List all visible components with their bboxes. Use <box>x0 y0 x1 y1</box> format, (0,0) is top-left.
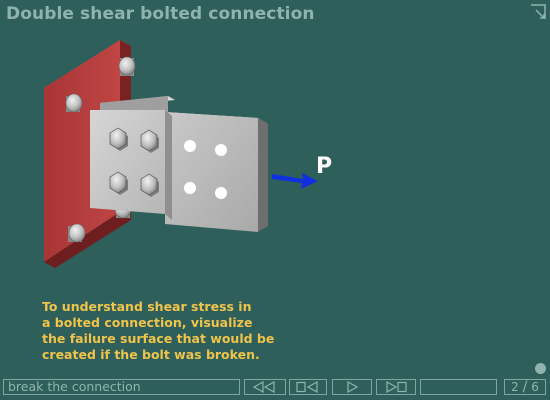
flange-bolt <box>68 223 86 243</box>
caption-line: created if the bolt was broken. <box>42 347 260 362</box>
splice-bolt <box>109 127 128 151</box>
splice-bolt <box>140 173 159 197</box>
tension-plate <box>165 112 268 232</box>
flange-bolt <box>65 93 83 113</box>
last-frame-button[interactable] <box>376 379 416 395</box>
play-icon <box>347 381 359 393</box>
last-frame-icon <box>386 381 407 393</box>
caption-line: To understand shear stress in <box>42 299 252 314</box>
splice-bolt <box>140 129 159 153</box>
force-label: P <box>316 154 332 179</box>
page-counter: 2 / 6 <box>504 379 546 395</box>
splice-plate <box>90 110 172 220</box>
first-frame-button[interactable] <box>289 379 327 395</box>
page-total: 6 <box>531 380 539 394</box>
page-current: 2 <box>511 380 519 394</box>
blank-field <box>420 379 497 395</box>
status-text: break the connection <box>3 379 240 395</box>
play-button[interactable] <box>332 379 372 395</box>
rewind-icon <box>252 381 275 393</box>
rewind-button[interactable] <box>244 379 286 395</box>
caption-text: To understand shear stress in a bolted c… <box>42 299 322 363</box>
flange-bolt <box>118 56 136 76</box>
navigation-bar: break the connection 2 / 6 <box>0 377 550 399</box>
caption-line: a bolted connection, visualize <box>42 315 253 330</box>
page-title: Double shear bolted connection <box>6 4 315 24</box>
page-separator: / <box>522 379 528 395</box>
force-arrow <box>272 173 318 189</box>
caption-line: the failure surface that would be <box>42 331 275 346</box>
first-frame-icon <box>296 381 318 393</box>
splice-bolt <box>109 171 128 195</box>
expand-corner-icon[interactable] <box>529 3 547 21</box>
progress-dot <box>535 363 546 374</box>
